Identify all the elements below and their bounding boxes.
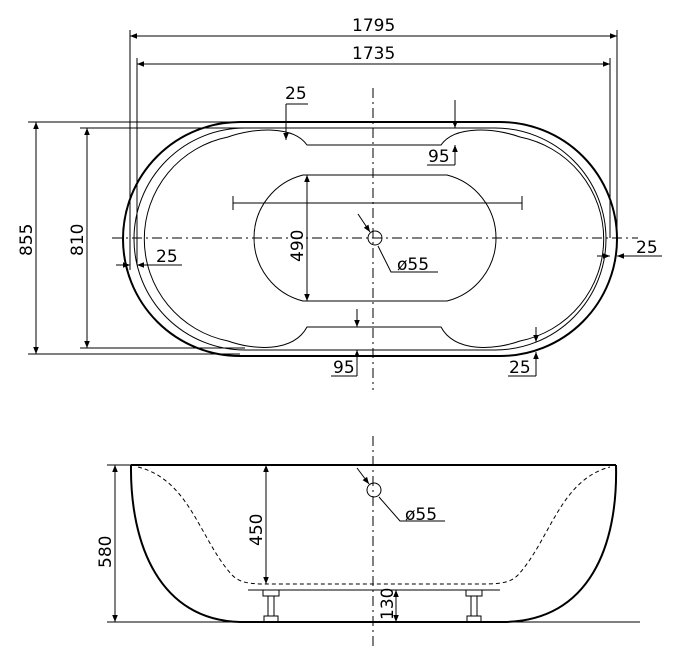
- tub-rim-outline: [133, 127, 607, 351]
- dim-inner-depth: 450: [247, 514, 267, 546]
- side-drain-leader-tail: [378, 496, 445, 522]
- foot-left: [262, 589, 280, 623]
- side-drain-diameter-label: ø55: [405, 505, 437, 525]
- dim-side-height: 580: [96, 536, 116, 568]
- dim-waist-top: 95: [428, 147, 450, 167]
- dim-rim-right: 25: [636, 238, 658, 258]
- dim-rim-top-left: 25: [285, 84, 307, 104]
- foot-right: [465, 589, 483, 623]
- drain-leader-tail: [377, 245, 438, 273]
- side-outer-shell: [129, 464, 618, 623]
- dim-inner-width: 810: [68, 224, 88, 256]
- dim-overall-length: 1795: [352, 16, 395, 36]
- tub-basin: [253, 174, 497, 302]
- drain-circle: [367, 230, 383, 246]
- top-view: ø55 1795 1735 855 810 490 25: [17, 16, 662, 390]
- dim-rim-bottom-right: 25: [509, 358, 531, 378]
- side-drain-leader: [356, 467, 370, 485]
- dim-waist-bottom: 95: [333, 358, 355, 378]
- side-drain-circle: [366, 482, 382, 498]
- tub-inner-rim: [143, 129, 605, 348]
- side-view: ø55 580 450 130: [96, 436, 640, 648]
- side-inner-basin: [137, 466, 611, 585]
- drain-leader: [357, 213, 371, 233]
- dim-basin-width: 490: [288, 230, 308, 262]
- tub-outer-outline: [122, 121, 618, 357]
- dim-overall-width: 855: [17, 224, 37, 256]
- dim-feet-height: 130: [378, 588, 398, 620]
- dim-rim-left: 25: [156, 247, 178, 267]
- dim-inner-length: 1735: [352, 44, 395, 64]
- drain-diameter-label: ø55: [397, 255, 429, 275]
